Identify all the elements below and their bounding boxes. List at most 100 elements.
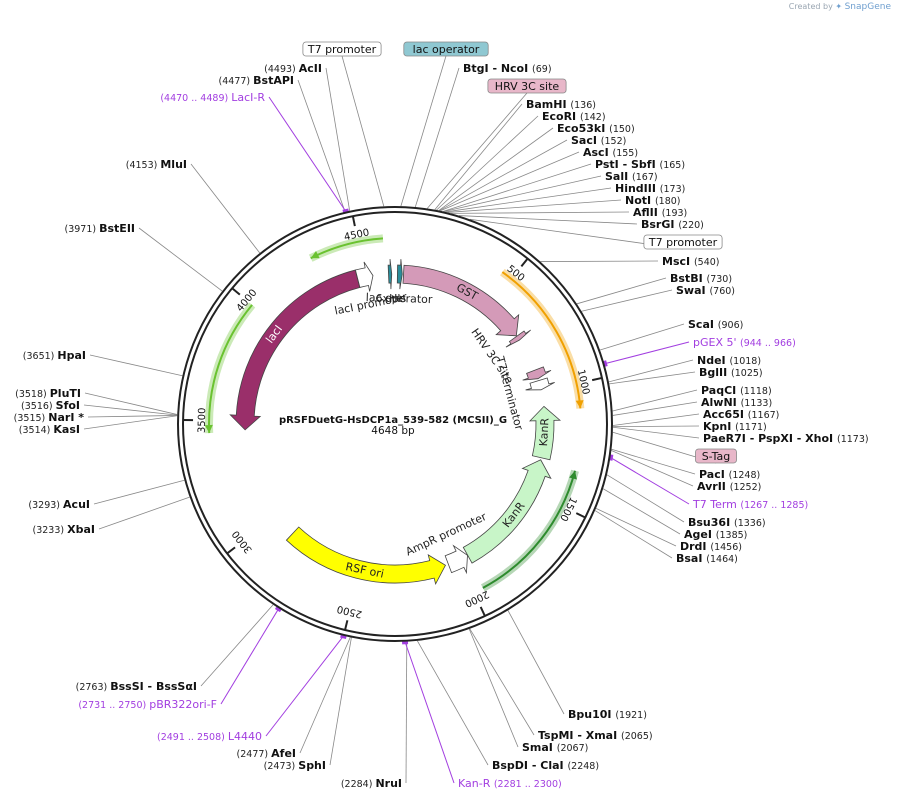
site-label-text: (3514) KasI bbox=[19, 423, 80, 436]
site-sphi[interactable]: (2473) SphI bbox=[264, 759, 326, 772]
site-label-text: Acc65I (1167) bbox=[703, 408, 779, 421]
site-label-text: BspDI - ClaI (2248) bbox=[492, 759, 599, 772]
site-hpai[interactable]: (3651) HpaI bbox=[23, 349, 86, 362]
tick-mark bbox=[344, 620, 349, 631]
tick-mark bbox=[591, 376, 603, 382]
site-bsai[interactable]: BsaI (1464) bbox=[676, 552, 738, 565]
site-pluti[interactable]: (3518) PluTI bbox=[15, 387, 81, 400]
site-mlui[interactable]: (4153) MluI bbox=[126, 158, 187, 171]
tick-mark bbox=[479, 606, 486, 617]
primer-kan-r[interactable]: Kan-R (2281 .. 2300) bbox=[458, 777, 562, 790]
site-bamhi[interactable]: BamHI (136) bbox=[526, 98, 596, 111]
primer-label-text: pGEX 5' (944 .. 966) bbox=[693, 336, 796, 349]
site-agei[interactable]: AgeI (1385) bbox=[684, 528, 747, 541]
feature-hrv-3c-site[interactable]: HRV 3C site bbox=[505, 329, 531, 348]
tick-label: 2500 bbox=[336, 603, 363, 620]
site-bstapi[interactable]: (4477) BstAPI bbox=[219, 74, 294, 87]
primer-label-text: (4470 .. 4489) LacI-R bbox=[160, 91, 265, 104]
site-afei[interactable]: (2477) AfeI bbox=[237, 747, 296, 760]
site-msci[interactable]: MscI (540) bbox=[662, 255, 719, 268]
site-label-text: BsaI (1464) bbox=[676, 552, 738, 565]
site-acui[interactable]: (3293) AcuI bbox=[28, 498, 90, 511]
leader-line bbox=[299, 637, 351, 754]
leader-line bbox=[612, 389, 698, 412]
feature-box-t7-promoter[interactable]: T7 promoter bbox=[302, 41, 382, 57]
leader-line bbox=[414, 67, 460, 208]
site-swai[interactable]: SwaI (760) bbox=[676, 284, 735, 297]
leader-line bbox=[599, 323, 685, 351]
tick-mark bbox=[520, 257, 529, 268]
backbone-outer bbox=[177, 206, 613, 642]
site-xbai[interactable]: (3233) XbaI bbox=[33, 523, 95, 536]
site-label-text: ScaI (906) bbox=[688, 318, 743, 331]
site-bsteii[interactable]: (3971) BstEII bbox=[65, 222, 136, 235]
feature-kanr[interactable]: KanR bbox=[529, 405, 562, 461]
feature-box-lac-operator[interactable]: lac operator bbox=[403, 41, 489, 57]
primer-mark bbox=[274, 606, 282, 613]
leader-line bbox=[93, 479, 185, 505]
feature-s-tag[interactable]: S-Tag bbox=[522, 366, 552, 381]
leader-line bbox=[83, 404, 178, 416]
site-bstbi[interactable]: BstBI (730) bbox=[670, 272, 732, 285]
site-tspmi[interactable]: TspMI - XmaI (2065) bbox=[538, 729, 653, 742]
primer-mark bbox=[340, 634, 347, 639]
site-acii[interactable]: (4493) AcII bbox=[264, 62, 322, 75]
site-bglii[interactable]: BglII (1025) bbox=[699, 366, 763, 379]
feature-box-hrv-3c-site[interactable]: HRV 3C site bbox=[487, 78, 567, 94]
site-acc65i[interactable]: Acc65I (1167) bbox=[703, 408, 779, 421]
site-aflii[interactable]: AflII (193) bbox=[633, 206, 687, 219]
tick-label: 2000 bbox=[463, 588, 491, 609]
site-sali[interactable]: SalI (167) bbox=[605, 170, 658, 183]
leader-line bbox=[612, 401, 698, 416]
site-label-text: (3516) SfoI bbox=[21, 399, 80, 412]
primer-laci-r[interactable]: (4470 .. 4489) LacI-R bbox=[160, 91, 265, 104]
site-paci[interactable]: PacI (1248) bbox=[699, 468, 760, 481]
site-smai[interactable]: SmaI (2067) bbox=[522, 741, 588, 754]
site-kpni[interactable]: KpnI (1171) bbox=[703, 420, 767, 433]
tick-mark bbox=[231, 287, 241, 296]
feature-gst[interactable]: GST bbox=[402, 264, 520, 337]
leader-line bbox=[426, 92, 528, 209]
site-scai[interactable]: ScaI (906) bbox=[688, 318, 743, 331]
site-label-text: (3651) HpaI bbox=[23, 349, 86, 362]
primer-t7-term[interactable]: T7 Term (1267 .. 1285) bbox=[692, 498, 808, 511]
feature-ampr-promoter[interactable]: AmpR promoter bbox=[444, 544, 468, 575]
site-bpu10i[interactable]: Bpu10I (1921) bbox=[568, 708, 647, 721]
feature-kanr[interactable]: KanR bbox=[462, 459, 552, 564]
site-paqci[interactable]: PaqCI (1118) bbox=[701, 384, 772, 397]
site-bsrgi[interactable]: BsrGI (220) bbox=[641, 218, 704, 231]
site-psti[interactable]: PstI - SbfI (165) bbox=[595, 158, 685, 171]
primer-l4440[interactable]: (2491 .. 2508) L4440 bbox=[157, 730, 262, 743]
feature-lac-operator[interactable]: lac operator bbox=[396, 259, 403, 290]
site-alwni[interactable]: AlwNI (1133) bbox=[701, 396, 772, 409]
site-paer7i[interactable]: PaeR7I - PspXI - XhoI (1173) bbox=[703, 432, 869, 445]
feature-6xhis[interactable]: 6xHis bbox=[387, 259, 393, 290]
feature-rsf-ori[interactable]: RSF ori bbox=[285, 526, 447, 586]
site-avrii[interactable]: AvrII (1252) bbox=[697, 480, 761, 493]
site-hindiii[interactable]: HindIII (173) bbox=[615, 182, 685, 195]
feature-box-t7-promoter[interactable]: T7 promoter bbox=[643, 234, 723, 250]
feature-t7-terminator[interactable]: T7 terminator bbox=[525, 377, 555, 391]
site-ecori[interactable]: EcoRI (142) bbox=[542, 110, 606, 123]
site-ndei[interactable]: NdeI (1018) bbox=[697, 354, 761, 367]
feature-laci-promoter[interactable]: lacI promoter bbox=[354, 261, 374, 292]
feature-box-s-tag[interactable]: S-Tag bbox=[695, 448, 737, 464]
site-btgi[interactable]: BtgI - NcoI (69) bbox=[463, 62, 552, 75]
primer-pbr322ori-f[interactable]: (2731 .. 2750) pBR322ori-F bbox=[78, 698, 217, 711]
site-label-text: BamHI (136) bbox=[526, 98, 596, 111]
site-sfoi[interactable]: (3516) SfoI bbox=[21, 399, 80, 412]
site-saci[interactable]: SacI (152) bbox=[571, 134, 626, 147]
site-nrui[interactable]: (2284) NruI bbox=[341, 777, 402, 790]
site-noti[interactable]: NotI (180) bbox=[625, 194, 681, 207]
site-kasi[interactable]: (3514) KasI bbox=[19, 423, 80, 436]
site-bspdi[interactable]: BspDI - ClaI (2248) bbox=[492, 759, 599, 772]
site-nari[interactable]: (3515) NarI * bbox=[14, 411, 85, 424]
site-asci[interactable]: AscI (155) bbox=[583, 146, 638, 159]
orf-arc bbox=[208, 304, 253, 434]
primer-pgex-5-[interactable]: pGEX 5' (944 .. 966) bbox=[693, 336, 796, 349]
site-bsssi[interactable]: (2763) BssSI - BssSαI bbox=[76, 680, 197, 693]
site-bsu36i[interactable]: Bsu36I (1336) bbox=[688, 516, 766, 529]
site-drdi[interactable]: DrdI (1456) bbox=[680, 540, 742, 553]
site-eco53ki[interactable]: Eco53kI (150) bbox=[557, 122, 635, 135]
